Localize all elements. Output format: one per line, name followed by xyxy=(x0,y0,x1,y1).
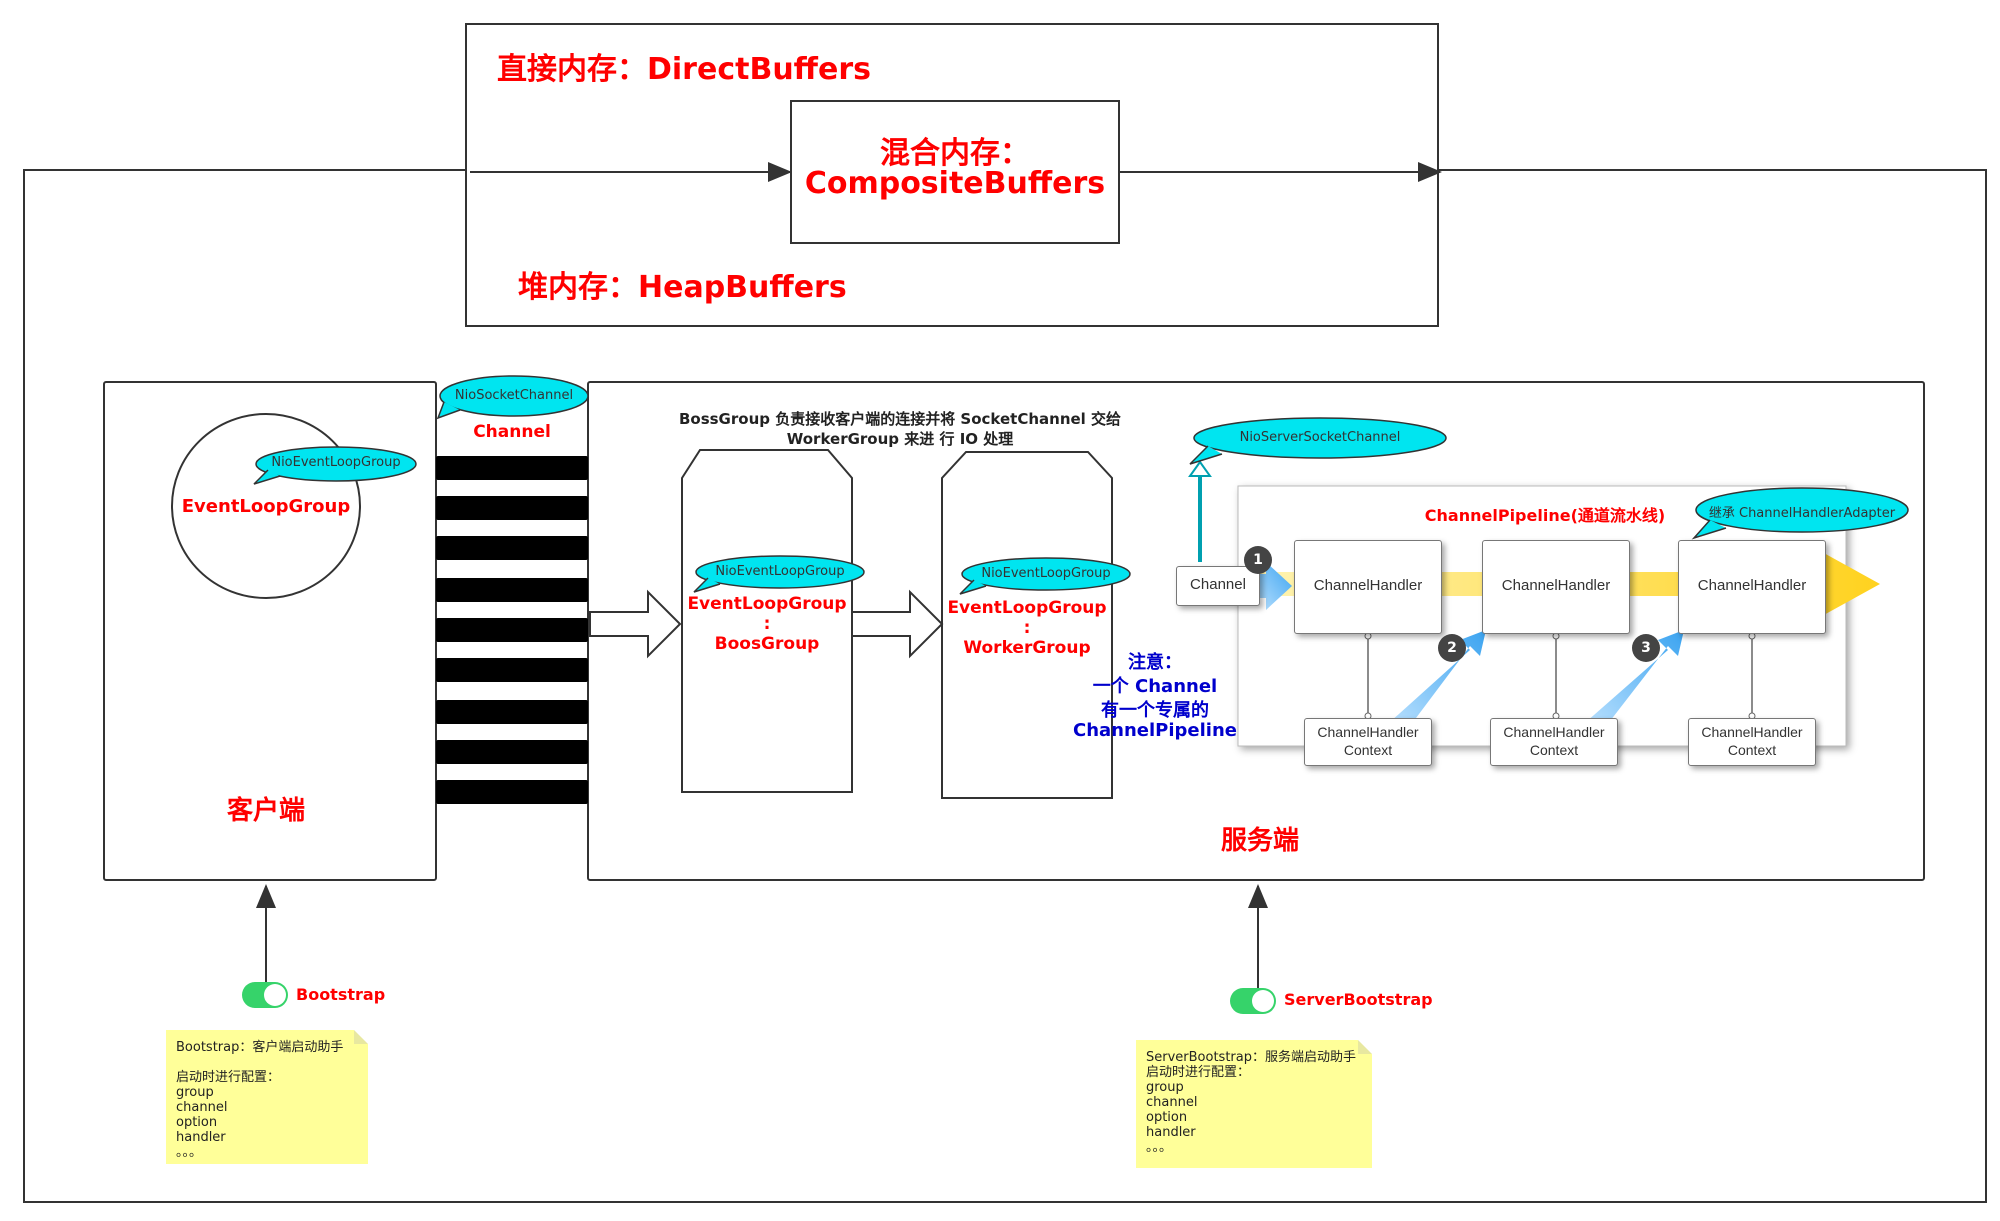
adapter-bubble-text: 继承 ChannelHandlerAdapter xyxy=(1708,506,1896,521)
note-line: option xyxy=(1146,1110,1188,1125)
channel-bar xyxy=(436,740,588,764)
toggle-knob xyxy=(1252,990,1274,1012)
context-to-handler-arrow-2 xyxy=(1390,630,1486,734)
channel-bar xyxy=(436,700,588,724)
note-line: 。。。 xyxy=(1146,1140,1173,1155)
channel-bar xyxy=(436,536,588,560)
channel-blue-arrow xyxy=(1254,562,1292,610)
channel-handler-1: ChannelHandler xyxy=(1294,540,1442,634)
channel-handler-2: ChannelHandler xyxy=(1482,540,1630,634)
direct-buffers-label: 直接内存：DirectBuffers xyxy=(497,52,871,87)
server-bootstrap-note: ServerBootstrap：服务端启动助手 启动时进行配置： group c… xyxy=(1136,1040,1372,1168)
server-description-line1: BossGroup 负责接收客户端的连接并将 SocketChannel 交给 xyxy=(678,410,1122,428)
heap-buffers-label: 堆内存：HeapBuffers xyxy=(518,270,847,305)
worker-line2: : xyxy=(1023,618,1031,638)
server-bootstrap-label: ServerBootstrap xyxy=(1284,990,1433,1009)
channel-bar xyxy=(436,780,588,804)
handler-context-2: ChannelHandler Context xyxy=(1490,718,1618,766)
pipeline-note-line2: 一个 Channel xyxy=(1092,676,1218,697)
pipeline-note-line1: 注意： xyxy=(1128,652,1182,673)
step-badge-2: 2 xyxy=(1438,634,1466,662)
note-line: 。。。 xyxy=(176,1145,203,1160)
server-socket-bubble xyxy=(1189,417,1447,465)
channel-bar xyxy=(436,496,588,520)
channel-bar xyxy=(436,618,588,642)
note-line xyxy=(176,1055,358,1070)
worker-group-shape xyxy=(941,451,1113,799)
bootstrap-note: Bootstrap：客户端启动助手 启动时进行配置： group channel… xyxy=(166,1030,368,1164)
channel-bubble xyxy=(436,375,589,420)
client-bubble xyxy=(253,446,417,485)
worker-bubble-text: NioEventLoopGroup xyxy=(981,566,1111,581)
boss-to-worker-arrow xyxy=(851,589,944,659)
boss-bubble xyxy=(693,555,865,593)
note-line: handler xyxy=(176,1130,226,1145)
memory-frame xyxy=(465,23,1439,327)
pipeline-note-line4: ChannelPipeline xyxy=(1073,720,1237,741)
bootstrap-toggle[interactable] xyxy=(242,982,288,1008)
composite-buffers-box xyxy=(790,100,1120,244)
handler-context-1: ChannelHandler Context xyxy=(1304,718,1432,766)
channel-to-boss-arrow xyxy=(589,589,682,659)
worker-line1: EventLoopGroup xyxy=(947,598,1107,618)
boss-bubble-text: NioEventLoopGroup xyxy=(715,564,845,579)
channel-handler-3: ChannelHandler xyxy=(1678,540,1826,634)
step-badge-3: 3 xyxy=(1632,634,1660,662)
client-bubble-text: NioEventLoopGroup xyxy=(271,455,401,470)
composite-buffers-line1: 混合内存： xyxy=(880,136,1030,171)
server-bootstrap-toggle[interactable] xyxy=(1230,988,1276,1014)
note-line: Bootstrap：客户端启动助手 xyxy=(176,1040,344,1055)
context-line2: Context xyxy=(1529,742,1579,758)
boss-line1: EventLoopGroup xyxy=(687,594,847,614)
handler-context-3: ChannelHandler Context xyxy=(1688,718,1816,766)
note-line: group xyxy=(176,1085,214,1100)
channel-label: Channel xyxy=(473,422,551,442)
boss-line3: BoosGroup xyxy=(714,634,820,654)
context-line2: Context xyxy=(1727,742,1777,758)
channel-bar xyxy=(436,578,588,602)
client-event-loop-group: EventLoopGroup xyxy=(181,496,351,517)
composite-buffers-line2: CompositeBuffers xyxy=(804,166,1106,201)
note-line: channel xyxy=(1146,1095,1198,1110)
context-line2: Context xyxy=(1343,742,1393,758)
note-line: handler xyxy=(1146,1125,1196,1140)
boss-line2: : xyxy=(763,614,771,634)
server-description-line2: WorkerGroup 来进 行 IO 处理 xyxy=(786,430,1014,448)
channel-bar xyxy=(436,456,588,480)
adapter-bubble xyxy=(1691,487,1909,540)
channel-bar xyxy=(436,658,588,682)
note-line: channel xyxy=(176,1100,228,1115)
client-title: 客户端 xyxy=(226,796,305,826)
pipeline-title: ChannelPipeline(通道流水线) xyxy=(1424,506,1666,525)
context-to-handler-arrow-3 xyxy=(1586,630,1684,734)
boss-group-shape xyxy=(681,449,853,793)
pipeline-channel-box: Channel xyxy=(1176,566,1260,606)
worker-bubble xyxy=(959,557,1131,595)
context-line1: ChannelHandler xyxy=(1317,724,1419,740)
note-line: option xyxy=(176,1115,218,1130)
step-badge-1: 1 xyxy=(1244,546,1272,574)
note-corner xyxy=(354,1030,368,1044)
note-line: group xyxy=(1146,1080,1184,1095)
context-line1: ChannelHandler xyxy=(1503,724,1605,740)
note-line: 启动时进行配置： xyxy=(176,1070,281,1085)
server-socket-bubble-text: NioServerSocketChannel xyxy=(1239,430,1401,445)
context-line1: ChannelHandler xyxy=(1701,724,1803,740)
worker-line3: WorkerGroup xyxy=(963,638,1091,658)
note-line: ServerBootstrap：服务端启动助手 xyxy=(1146,1050,1356,1065)
channel-bubble-text: NioSocketChannel xyxy=(454,388,574,403)
server-title: 服务端 xyxy=(1220,826,1299,856)
note-line: 启动时进行配置： xyxy=(1146,1065,1251,1080)
pipeline-note-line3: 有一个专属的 xyxy=(1101,700,1209,721)
note-corner xyxy=(1358,1040,1372,1054)
toggle-knob xyxy=(264,984,286,1006)
bootstrap-label: Bootstrap xyxy=(296,985,386,1004)
